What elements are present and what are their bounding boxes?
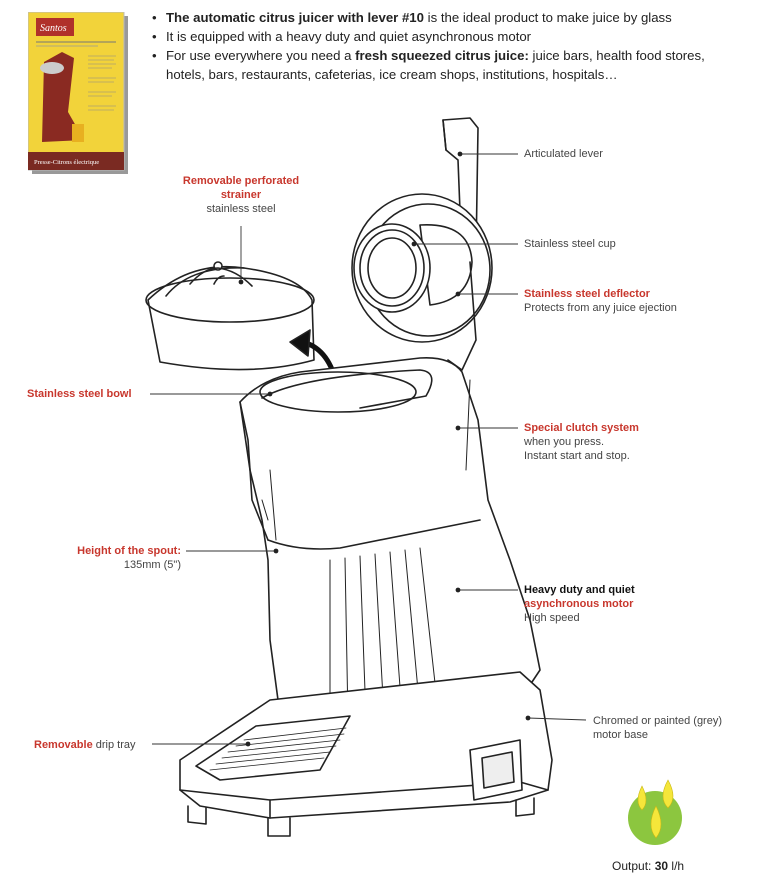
label-drip-tray: Removable drip tray	[34, 738, 136, 752]
cover-footer: Presse-Citrons électrique	[34, 159, 99, 166]
label-strainer-sub: stainless steel	[206, 203, 276, 215]
label-spout-title: Height of the spout:	[77, 545, 181, 557]
bullet-1-bold: The automatic citrus juicer with lever #…	[166, 10, 424, 25]
label-deflector-title: Stainless steel deflector	[524, 288, 650, 300]
brochure-cover: Santos Presse-Citrons électrique	[27, 11, 128, 174]
bullet-2-text: It is equipped with a heavy duty and qui…	[166, 29, 532, 44]
bullet-3-text: For use everywhere you need a	[166, 48, 356, 63]
label-base-line-1: Chromed or painted (grey)	[593, 715, 723, 727]
label-motor: Heavy duty and quiet asynchronous motor …	[524, 583, 635, 625]
label-deflector-sub: Protects from any juice ejection	[524, 302, 677, 314]
cover-brand: Santos	[40, 23, 67, 34]
label-clutch-title: Special clutch system	[524, 422, 639, 434]
label-clutch: Special clutch system when you press. In…	[524, 421, 639, 463]
label-base: Chromed or painted (grey) motor base	[593, 714, 722, 742]
bullet-1: •The automatic citrus juicer with lever …	[152, 10, 672, 25]
label-bowl: Stainless steel bowl	[27, 388, 132, 400]
brochure-cover-image: Santos Presse-Citrons électrique	[27, 11, 128, 174]
bullet-1-text: is the ideal product to make juice by gl…	[423, 10, 672, 25]
output-value: 30	[654, 859, 669, 873]
label-drip-sub: drip tray	[92, 739, 136, 751]
label-drip-title: Removable	[34, 739, 93, 751]
output-unit: l/h	[668, 859, 685, 873]
label-strainer-title: Removable perforated	[182, 175, 300, 187]
label-base-line-2: motor base	[593, 729, 649, 741]
label-deflector: Stainless steel deflector Protects from …	[524, 287, 677, 315]
bullet-4: hotels, bars, restaurants, cafeterias, i…	[152, 65, 752, 84]
juice-drops-icon	[628, 779, 682, 845]
output-rate: Output: 30 l/h	[612, 859, 684, 873]
bullet-4-text: hotels, bars, restaurants, cafeterias, i…	[166, 67, 618, 82]
label-motor-sub: High speed	[524, 612, 580, 624]
label-clutch-sub-2: Instant start and stop.	[524, 450, 630, 462]
output-label: Output:	[612, 859, 655, 873]
label-lever: Articulated lever	[524, 148, 603, 160]
feature-bullets: •The automatic citrus juicer with lever …	[152, 8, 752, 84]
label-motor-title-2: asynchronous motor	[524, 598, 634, 610]
bullet-3-text-2: juice bars, health food stores,	[528, 48, 705, 63]
label-clutch-sub-1: when you press.	[524, 436, 605, 448]
bullet-2: •It is equipped with a heavy duty and qu…	[152, 29, 532, 44]
label-spout-sub: 135mm (5")	[123, 559, 181, 571]
bullet-3-bold: fresh squeezed citrus juice:	[355, 48, 529, 63]
label-strainer: Removable perforated strainer stainless …	[160, 174, 322, 216]
label-strainer-title-2: strainer	[220, 189, 262, 201]
label-motor-title: Heavy duty and quiet	[524, 584, 635, 596]
label-spout: Height of the spout: 135mm (5")	[40, 544, 181, 572]
bullet-3: •For use everywhere you need a fresh squ…	[152, 48, 705, 63]
label-cup: Stainless steel cup	[524, 238, 616, 250]
